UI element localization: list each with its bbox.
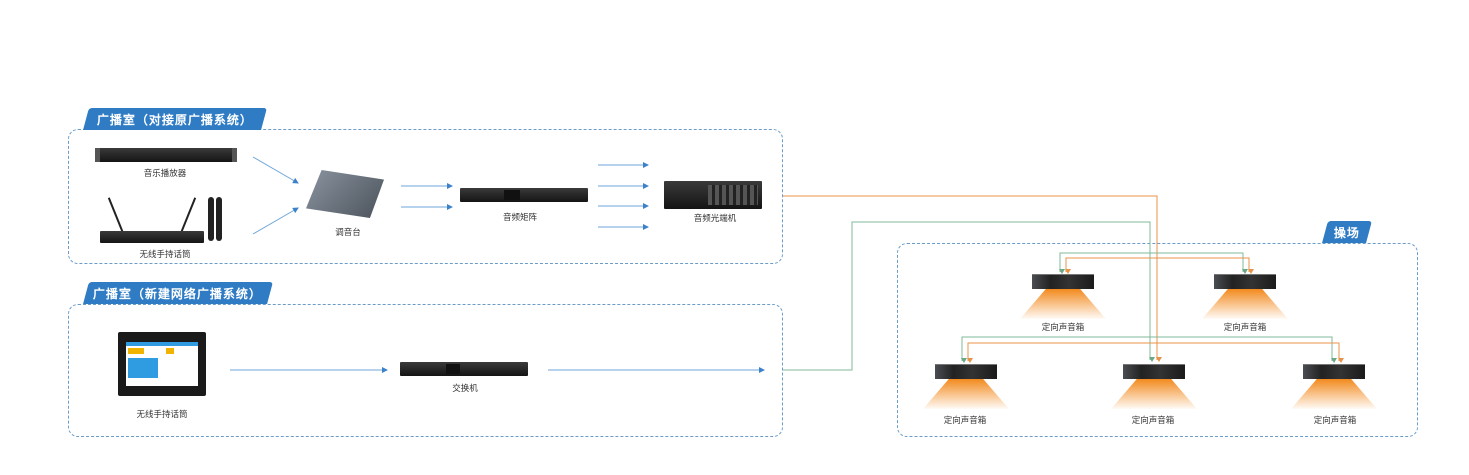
zone-new-broadcast-room [68, 304, 783, 437]
broadcast-host-device [118, 332, 206, 396]
arrow-mic-to-mixer [252, 207, 299, 235]
speaker-3 [935, 364, 997, 379]
switch-label: 交换机 [452, 384, 478, 394]
zone-old-broadcast-room [68, 129, 783, 264]
green-trunk [783, 221, 1155, 371]
speaker-4-label: 定向声音箱 [1131, 416, 1175, 426]
music-player-label: 音乐播放器 [143, 169, 187, 179]
orange-trunk [783, 195, 1162, 362]
audio-optical-transceiver-device [664, 181, 762, 209]
broadcast-host-label: 无线手持话筒 [136, 410, 188, 420]
switch-device [400, 362, 528, 376]
audio-optical-transceiver-label: 音频光端机 [693, 214, 737, 224]
mixer-device [306, 170, 384, 218]
mixer-label: 调音台 [335, 228, 361, 238]
green-bottom-bus [961, 336, 1337, 363]
green-top-bus [1059, 252, 1248, 274]
speaker-5-label: 定向声音箱 [1313, 416, 1357, 426]
speaker-2 [1214, 274, 1276, 289]
speaker-3-label: 定向声音箱 [943, 416, 987, 426]
speaker-1 [1032, 274, 1094, 289]
speaker-2-label: 定向声音箱 [1223, 323, 1267, 333]
music-player-device [95, 148, 237, 162]
speaker-5 [1303, 364, 1365, 379]
wireless-mic-device [100, 195, 222, 245]
wireless-mic-label: 无线手持话筒 [139, 250, 191, 260]
audio-matrix-label: 音频矩阵 [502, 213, 537, 223]
arrow-player-to-mixer [252, 156, 299, 184]
speaker-4 [1123, 364, 1185, 379]
orange-bottom-bus [967, 342, 1344, 363]
speaker-1-label: 定向声音箱 [1041, 323, 1085, 333]
audio-matrix-device [460, 188, 588, 202]
orange-top-bus [1065, 257, 1254, 274]
